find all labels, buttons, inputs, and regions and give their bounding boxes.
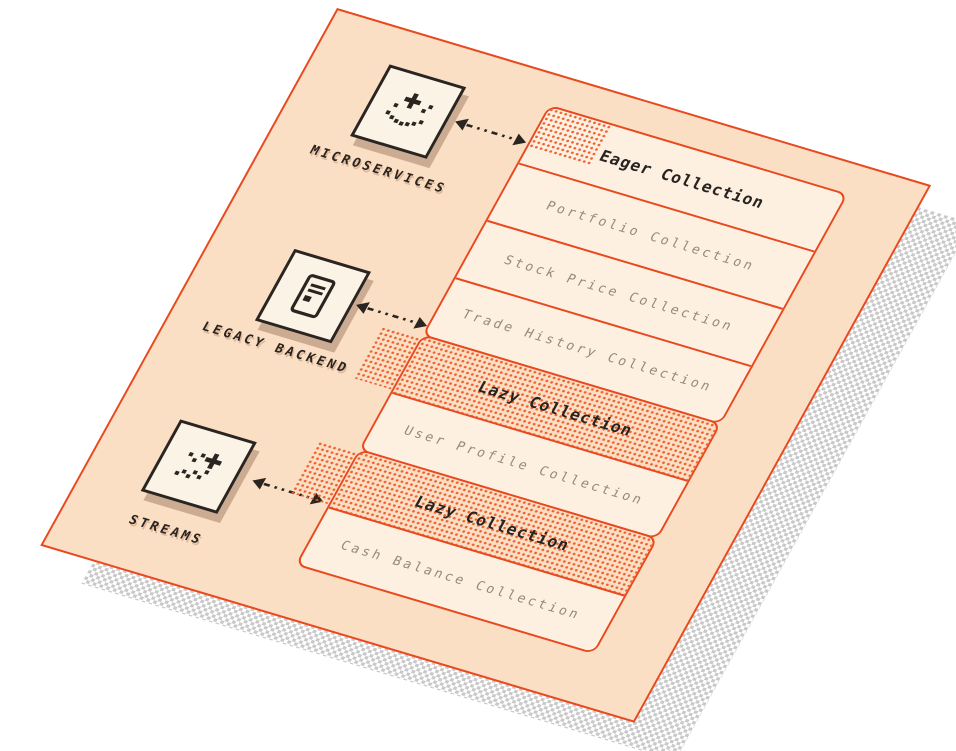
streams-icon	[140, 419, 257, 514]
terminal-icon	[290, 274, 336, 319]
diagram-card: MICROSERVICES LEGACY BACKEND	[40, 8, 932, 723]
arrow-legacy-to-collections	[356, 302, 428, 329]
arrow-microservices-to-collections	[455, 118, 527, 146]
legacy-backend-icon	[254, 248, 372, 344]
microservices-icon	[350, 64, 467, 159]
pixel-stream-icon	[174, 452, 223, 480]
streams-label: STREAMS	[125, 512, 206, 548]
pixel-scatter-icon	[385, 93, 434, 127]
